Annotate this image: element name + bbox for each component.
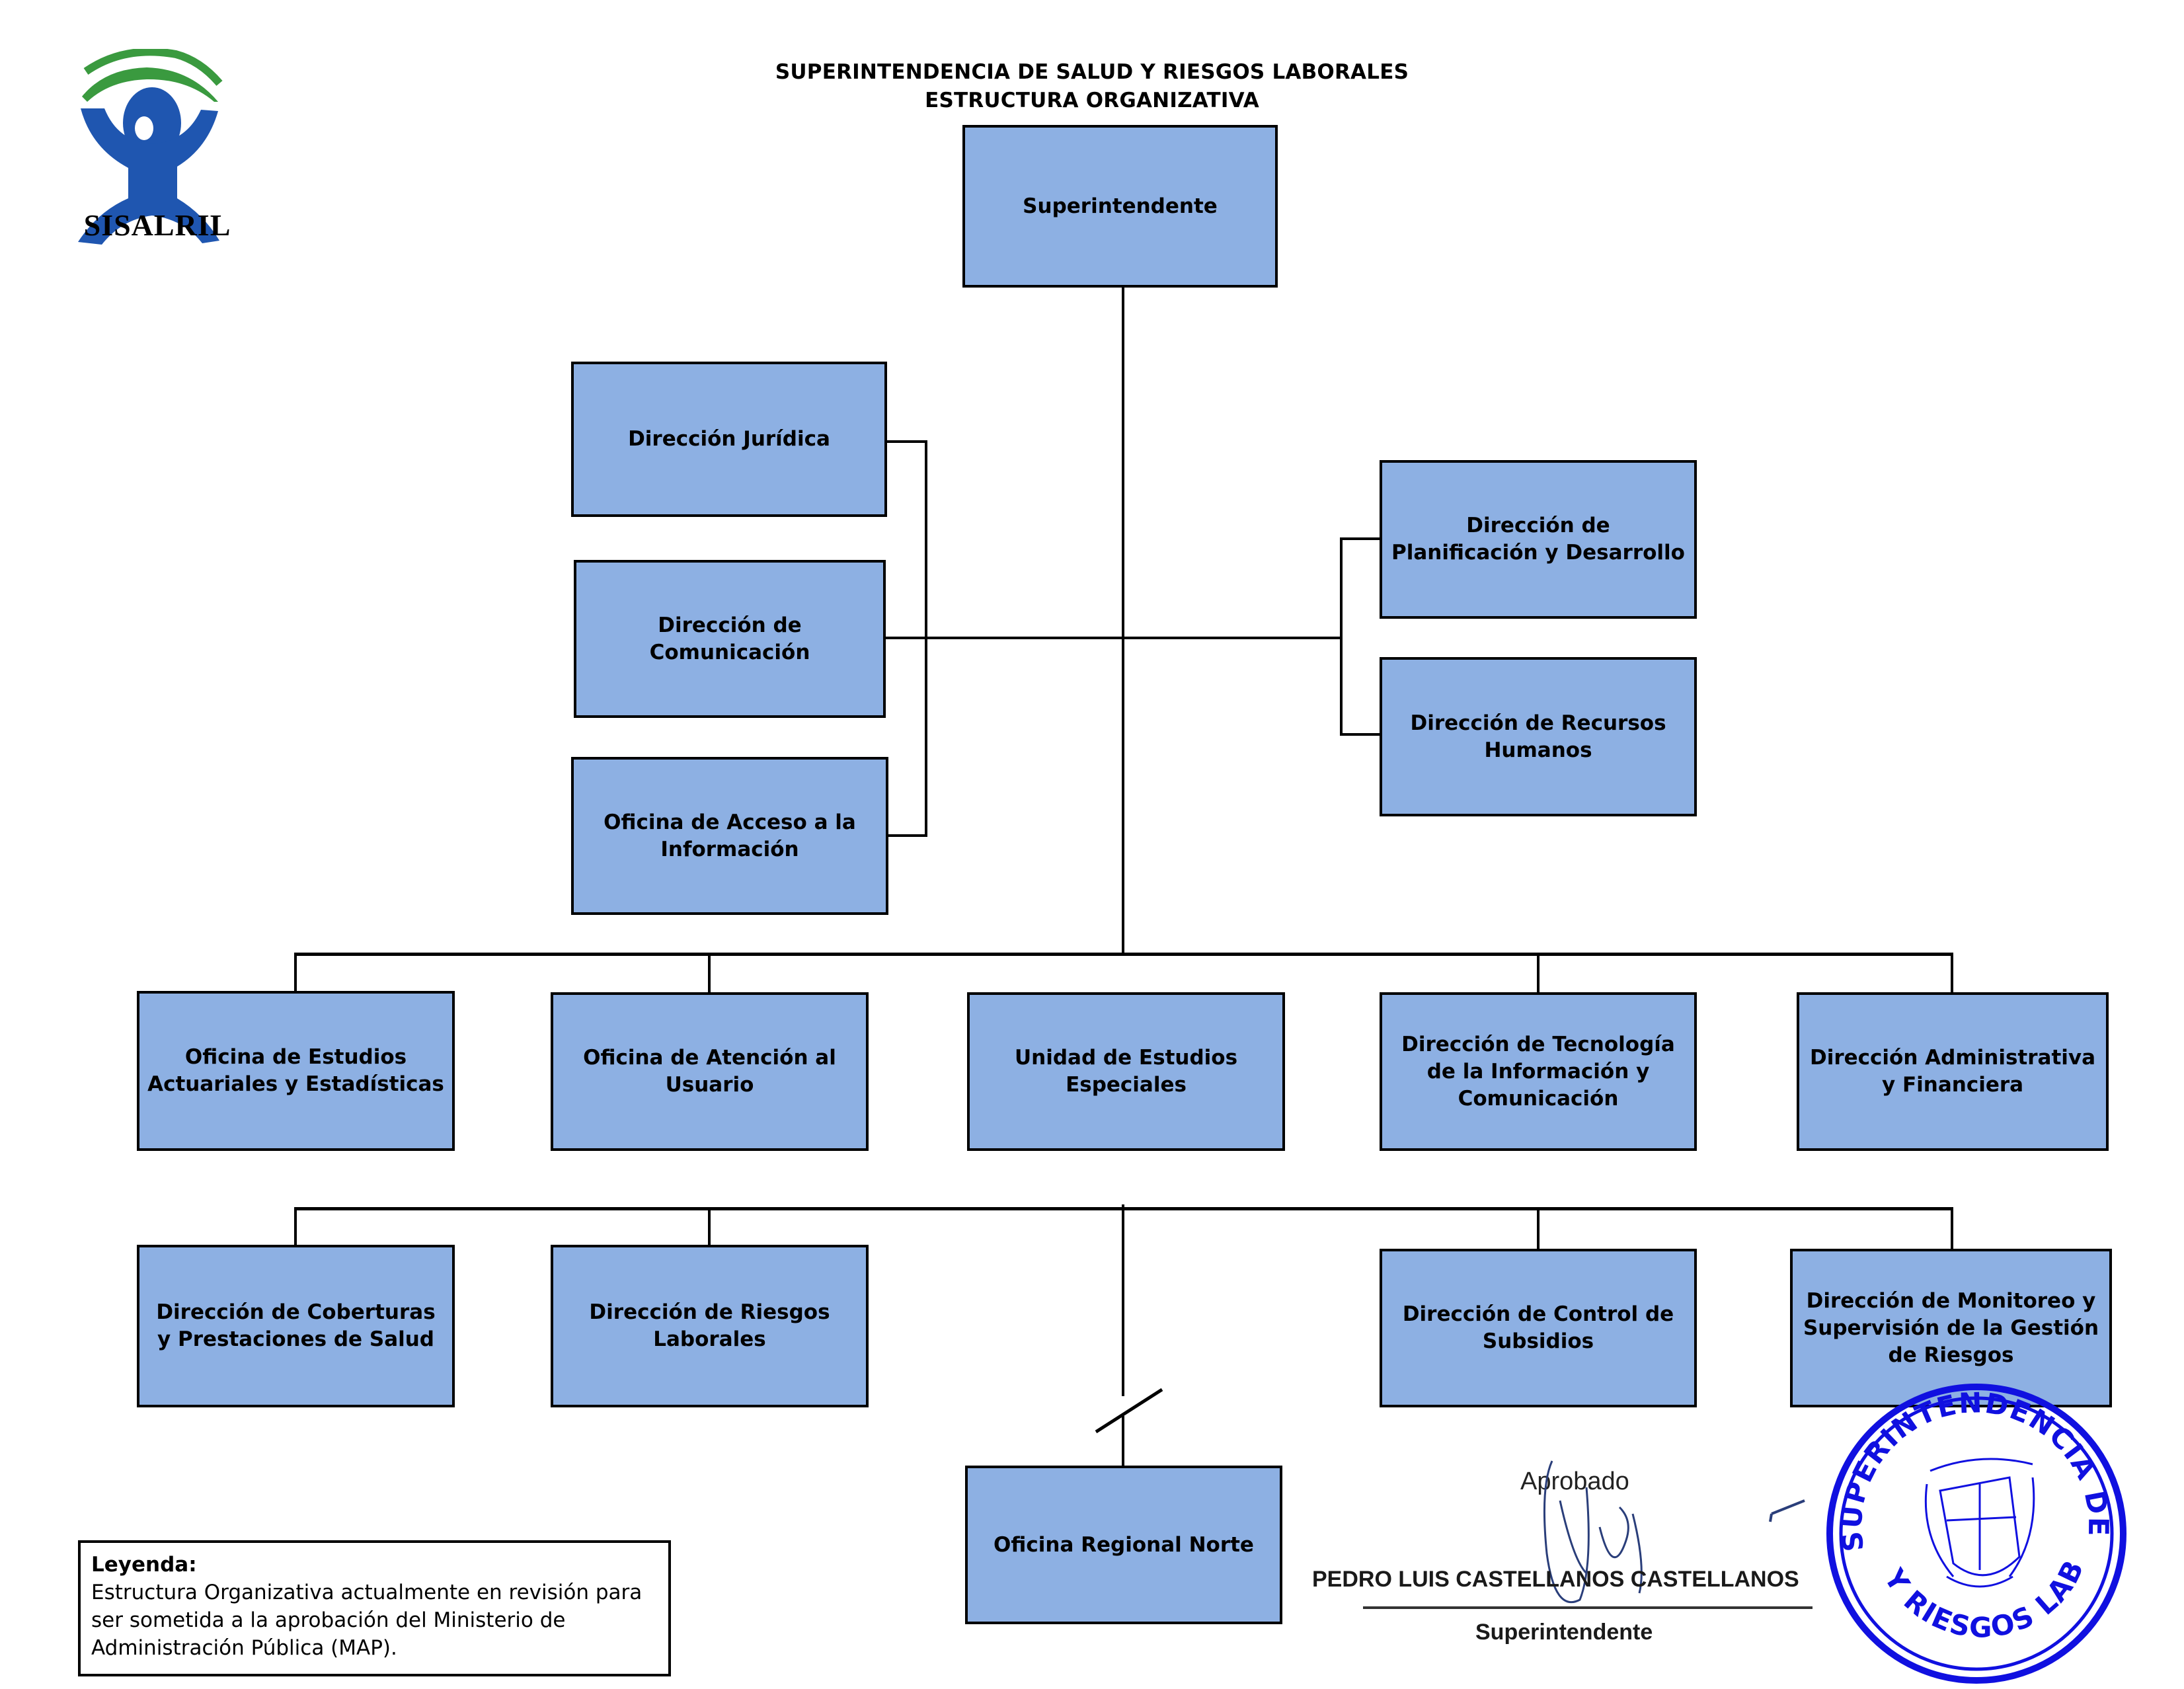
org-box-label: Dirección de Monitoreo y Supervisión de … [1803, 1288, 2099, 1367]
org-box-label: Oficina de Estudios Actuariales y Estadí… [147, 1045, 444, 1096]
org-box-direccion-comunicacion[interactable]: Dirección de Comunicación [574, 560, 886, 718]
org-box-label: Oficina de Acceso a la Información [604, 810, 856, 861]
org-box-direccion-tecnologia[interactable]: Dirección de Tecnología de la Informació… [1380, 992, 1697, 1151]
legend-text: Estructura Organizativa actualmente en r… [91, 1581, 643, 1660]
title-line-2: ESTRUCTURA ORGANIZATIVA [925, 89, 1259, 112]
org-box-label: Dirección de Control de Subsidios [1402, 1302, 1674, 1353]
approver-role: Superintendente [1475, 1620, 1653, 1645]
org-box-label: Dirección de Comunicación [649, 613, 810, 664]
connector-row2-bus [294, 953, 1953, 956]
org-box-label: Dirección Administrativa y Financiera [1809, 1046, 2096, 1097]
connector-row3-drop-1 [294, 1207, 297, 1247]
svg-text:SUPERINTENDENCIA DE SALUD: SUPERINTENDENCIA DE SALUD [1821, 1378, 2115, 1553]
connector-planificacion [1340, 537, 1381, 540]
connector-main-vertical [1122, 287, 1124, 955]
connector-row2-drop-4 [1537, 953, 1540, 992]
org-box-direccion-coberturas[interactable]: Dirección de Coberturas y Prestaciones d… [137, 1245, 455, 1407]
connector-regional-upper [1122, 1204, 1124, 1396]
official-seal-icon: SUPERINTENDENCIA DE SALUD Y RIESGOS LABO… [1821, 1378, 2126, 1684]
logo-figure-icon [78, 48, 223, 245]
org-box-direccion-administrativa[interactable]: Dirección Administrativa y Financiera [1797, 992, 2109, 1151]
org-box-direccion-riesgos-laborales[interactable]: Dirección de Riesgos Laborales [551, 1245, 869, 1407]
org-box-label: Superintendente [1023, 194, 1218, 218]
connector-rrhh [1340, 733, 1381, 736]
coat-of-arms-icon [1924, 1458, 2035, 1588]
legend-title: Leyenda: [91, 1553, 197, 1577]
org-box-direccion-planificacion[interactable]: Dirección de Planificación y Desarrollo [1380, 460, 1697, 619]
connector-juridica [887, 440, 927, 443]
org-box-unidad-estudios-especiales[interactable]: Unidad de Estudios Especiales [967, 992, 1285, 1151]
signature-icon [1543, 1460, 1805, 1604]
org-box-direccion-juridica[interactable]: Dirección Jurídica [571, 362, 887, 517]
org-box-label: Dirección de Tecnología de la Informació… [1401, 1032, 1675, 1111]
connector-staff-right-vertical [1340, 537, 1343, 736]
approval-status: Aprobado [1520, 1468, 1629, 1495]
org-box-direccion-monitoreo[interactable]: Dirección de Monitoreo y Supervisión de … [1790, 1249, 2112, 1407]
org-box-direccion-recursos-humanos[interactable]: Dirección de Recursos Humanos [1380, 657, 1697, 816]
title-line-1: SUPERINTENDENCIA DE SALUD Y RIESGOS LABO… [775, 60, 1409, 84]
legend-box: Leyenda: Estructura Organizativa actualm… [78, 1540, 671, 1676]
connector-row2-drop-5 [1951, 953, 1953, 992]
connector-row3-drop-3 [1537, 1207, 1540, 1249]
connector-row3-drop-2 [708, 1207, 711, 1247]
org-box-oficina-acceso-informacion[interactable]: Oficina de Acceso a la Información [571, 757, 888, 915]
seal-top-text: SUPERINTENDENCIA DE SALUD [1821, 1378, 2113, 1553]
org-box-oficina-estudios-actuariales[interactable]: Oficina de Estudios Actuariales y Estadí… [137, 991, 455, 1151]
org-box-label: Dirección Jurídica [628, 427, 830, 451]
logo-text: SISALRIL [83, 208, 231, 242]
connector-row2-drop-1 [294, 953, 297, 992]
connector-row2-drop-2 [708, 953, 711, 992]
signature-line [1363, 1606, 1813, 1609]
org-box-label: Oficina Regional Norte [994, 1532, 1254, 1557]
org-box-direccion-control-subsidios[interactable]: Dirección de Control de Subsidios [1380, 1249, 1697, 1407]
sisalril-logo: SISALRIL [78, 48, 237, 247]
break-mark-icon [1095, 1388, 1163, 1434]
org-box-label: Dirección de Planificación y Desarrollo [1391, 514, 1685, 565]
org-box-label: Oficina de Atención al Usuario [583, 1046, 836, 1097]
connector-acceso [887, 834, 927, 837]
connector-row3-drop-4 [1951, 1207, 1953, 1249]
org-box-label: Dirección de Recursos Humanos [1410, 711, 1666, 762]
org-box-label: Dirección de Riesgos Laborales [589, 1300, 830, 1351]
org-box-oficina-atencion-usuario[interactable]: Oficina de Atención al Usuario [551, 992, 869, 1151]
connector-staff-horizontal [885, 637, 1343, 639]
org-box-label: Dirección de Coberturas y Prestaciones d… [156, 1300, 436, 1351]
approver-name: PEDRO LUIS CASTELLANOS CASTELLANOS [1312, 1567, 1799, 1592]
org-box-superintendente[interactable]: Superintendente [962, 125, 1278, 288]
connector-regional-lower [1122, 1416, 1124, 1466]
org-box-label: Unidad de Estudios Especiales [1014, 1046, 1238, 1097]
org-box-oficina-regional-norte[interactable]: Oficina Regional Norte [965, 1466, 1282, 1624]
page-title: SUPERINTENDENCIA DE SALUD Y RIESGOS LABO… [0, 58, 2184, 115]
